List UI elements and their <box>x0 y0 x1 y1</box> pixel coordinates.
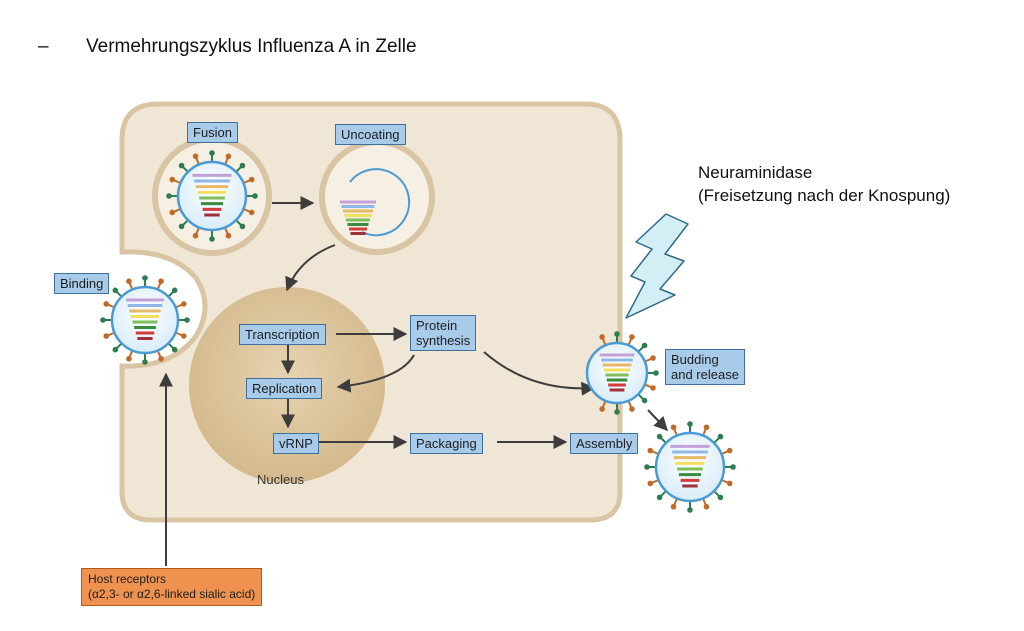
spike-head <box>644 464 650 470</box>
spike-head <box>647 447 654 454</box>
label-packaging: Packaging <box>410 433 483 454</box>
spike-head <box>653 370 659 376</box>
spike-head <box>717 433 724 440</box>
spike-head <box>687 421 693 427</box>
spike-head <box>726 480 733 487</box>
spike-head <box>650 355 656 361</box>
spike-head <box>647 480 654 487</box>
spike-head <box>142 359 148 365</box>
spike-head <box>656 494 663 501</box>
spike-head <box>225 153 232 160</box>
virus-membrane <box>176 160 248 232</box>
spike-head <box>112 346 119 353</box>
spike-head <box>181 333 187 339</box>
spike-head <box>171 287 178 294</box>
page-heading: – Vermehrungszyklus Influenza A in Zelle <box>38 36 417 58</box>
spike-head <box>103 301 109 307</box>
spike-head <box>726 447 733 454</box>
spike-head <box>100 317 106 323</box>
spike-head <box>614 409 620 415</box>
spike-head <box>103 333 109 339</box>
spike-head <box>703 424 710 431</box>
spike-head <box>169 176 176 183</box>
callout-line2: (Freisetzung nach der Knospung) <box>698 186 951 205</box>
virus-fusion <box>166 150 258 242</box>
arrow-protein-budding <box>483 351 596 396</box>
spike-head <box>192 153 199 160</box>
label-fusion: Fusion <box>187 122 239 143</box>
spike-head <box>703 503 710 510</box>
spike-head <box>181 301 187 307</box>
uncoating-membrane-arc <box>349 168 411 237</box>
spike-head <box>142 275 148 281</box>
spike-head <box>670 424 677 431</box>
host-receptors-line2: (α2,3- or α2,6-linked sialic acid) <box>88 587 256 601</box>
spike-head <box>239 162 246 169</box>
spike-head <box>158 356 164 362</box>
arrow-uncoating-nucleus <box>285 244 336 292</box>
host-receptors-box: Host receptors (α2,3- or α2,6-linked sia… <box>81 568 263 606</box>
spike-head <box>629 406 635 412</box>
label-assembly: Assembly <box>570 433 639 454</box>
label-budding-release: Budding and release <box>665 349 745 385</box>
spike-head <box>158 278 164 284</box>
virus-membrane <box>585 341 649 405</box>
label-budding-line1: Budding <box>671 352 719 367</box>
spike-head <box>192 232 199 239</box>
spike-head <box>171 346 178 353</box>
label-protein-synthesis-line2: synthesis <box>416 333 471 348</box>
neuraminidase-callout: Neuraminidase (Freisetzung nach der Knos… <box>698 161 950 207</box>
virus-released <box>644 421 736 513</box>
spike-head <box>248 176 255 183</box>
spike-head <box>178 223 185 230</box>
host-receptors-line1: Host receptors <box>88 572 167 586</box>
spike-head <box>169 209 176 216</box>
spike-head <box>599 334 605 340</box>
spike-head <box>184 317 190 323</box>
rna-uncoating <box>340 200 376 235</box>
spike-head <box>209 236 215 242</box>
virus-membrane <box>654 431 726 503</box>
spike-head <box>656 433 663 440</box>
virus-budding <box>585 331 659 415</box>
spike-head <box>629 334 635 340</box>
spike-head <box>641 342 648 349</box>
spike-head <box>166 193 172 199</box>
virus-membrane <box>110 285 180 355</box>
spike-head <box>126 356 132 362</box>
spike-head <box>248 209 255 216</box>
label-binding: Binding <box>54 273 110 294</box>
spike-head <box>178 162 185 169</box>
spike-head <box>126 278 132 284</box>
spike-head <box>239 223 246 230</box>
spike-head <box>209 150 215 156</box>
label-replication: Replication <box>246 378 323 399</box>
arrow-protein-replication <box>336 354 415 393</box>
arrow-budding-released <box>647 409 668 432</box>
spike-head <box>717 494 724 501</box>
label-protein-synthesis: Protein synthesis <box>410 315 477 351</box>
heading-title: Vermehrungszyklus Influenza A in Zelle <box>86 36 417 57</box>
label-protein-synthesis-line1: Protein <box>416 318 458 333</box>
spike-head <box>641 397 648 404</box>
spike-head <box>670 503 677 510</box>
spike-head <box>687 507 693 513</box>
bullet-dash: – <box>38 36 49 57</box>
callout-line1: Neuraminidase <box>698 163 813 182</box>
spike-head <box>730 464 736 470</box>
label-uncoating: Uncoating <box>335 124 406 145</box>
neuraminidase-lightning-icon <box>625 213 689 319</box>
spike-head <box>112 287 119 294</box>
spike-head <box>599 406 605 412</box>
spike-head <box>252 193 258 199</box>
spike-head <box>614 331 620 337</box>
label-budding-line2: and release <box>671 367 739 382</box>
label-vrnp: vRNP <box>273 433 319 454</box>
label-transcription: Transcription <box>239 324 326 345</box>
spike-head <box>225 232 232 239</box>
spike-head <box>650 385 656 391</box>
virus-binding <box>100 275 190 365</box>
nucleus-label: Nucleus <box>257 472 304 487</box>
